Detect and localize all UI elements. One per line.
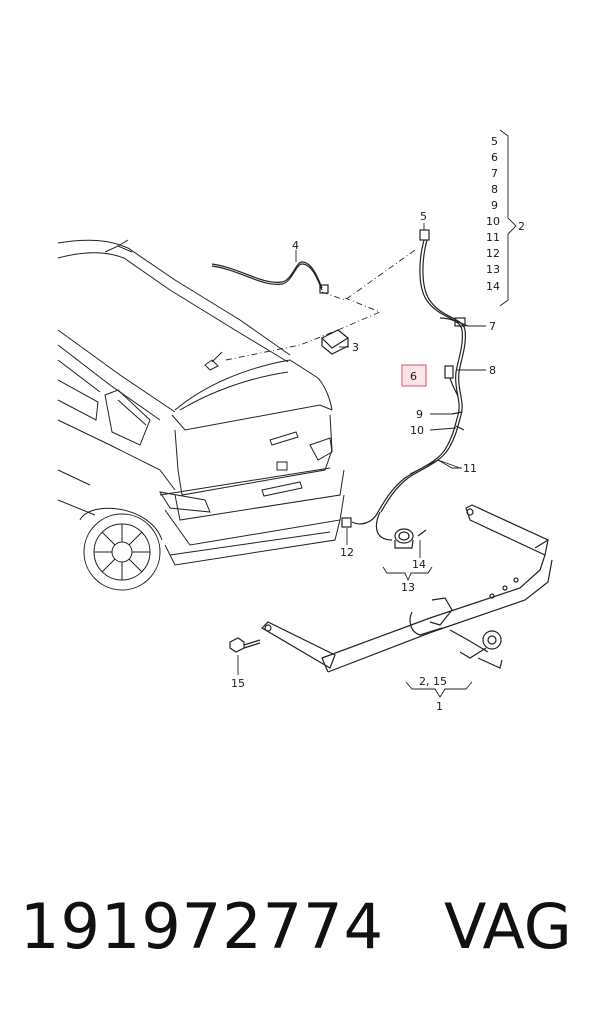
car-illustration bbox=[57, 239, 345, 591]
list-label-5: 5 bbox=[491, 135, 498, 148]
list-label-14: 14 bbox=[486, 280, 500, 293]
highlight-box-part-6 bbox=[401, 364, 427, 387]
label-10: 10 bbox=[410, 424, 424, 437]
part-number: 191972774 bbox=[20, 890, 385, 963]
callout-leaders bbox=[225, 129, 517, 698]
footer: 191972774 VAG bbox=[0, 890, 600, 990]
label-2-15: 2, 15 bbox=[419, 675, 447, 688]
list-label-6: 6 bbox=[491, 151, 498, 164]
parts-diagram: 5 6 7 8 9 10 11 12 13 14 2 4 3 5 7 6 8 9… bbox=[57, 129, 553, 713]
tow-bar bbox=[229, 504, 553, 673]
label-15: 15 bbox=[231, 677, 245, 690]
label-9: 9 bbox=[416, 408, 423, 421]
list-label-13: 13 bbox=[486, 263, 500, 276]
callout-labels: 5 6 7 8 9 10 11 12 13 14 2 4 3 5 7 6 8 9… bbox=[231, 135, 525, 713]
brand-label: VAG bbox=[444, 890, 572, 963]
label-6: 6 bbox=[410, 370, 417, 383]
label-1: 1 bbox=[436, 700, 443, 713]
label-13: 13 bbox=[401, 581, 415, 594]
list-label-11: 11 bbox=[486, 231, 500, 244]
list-label-10: 10 bbox=[486, 215, 500, 228]
label-7: 7 bbox=[489, 320, 496, 333]
label-14: 14 bbox=[412, 558, 426, 571]
label-3: 3 bbox=[352, 341, 359, 354]
label-11: 11 bbox=[463, 462, 477, 475]
list-label-12: 12 bbox=[486, 247, 500, 260]
wiring-harness bbox=[211, 229, 469, 549]
list-label-9: 9 bbox=[491, 199, 498, 212]
label-4: 4 bbox=[292, 239, 299, 252]
list-label-8: 8 bbox=[491, 183, 498, 196]
label-5: 5 bbox=[420, 210, 427, 223]
label-12: 12 bbox=[340, 546, 354, 559]
label-8: 8 bbox=[489, 364, 496, 377]
list-label-7: 7 bbox=[491, 167, 498, 180]
list-group-label-2: 2 bbox=[518, 220, 525, 233]
